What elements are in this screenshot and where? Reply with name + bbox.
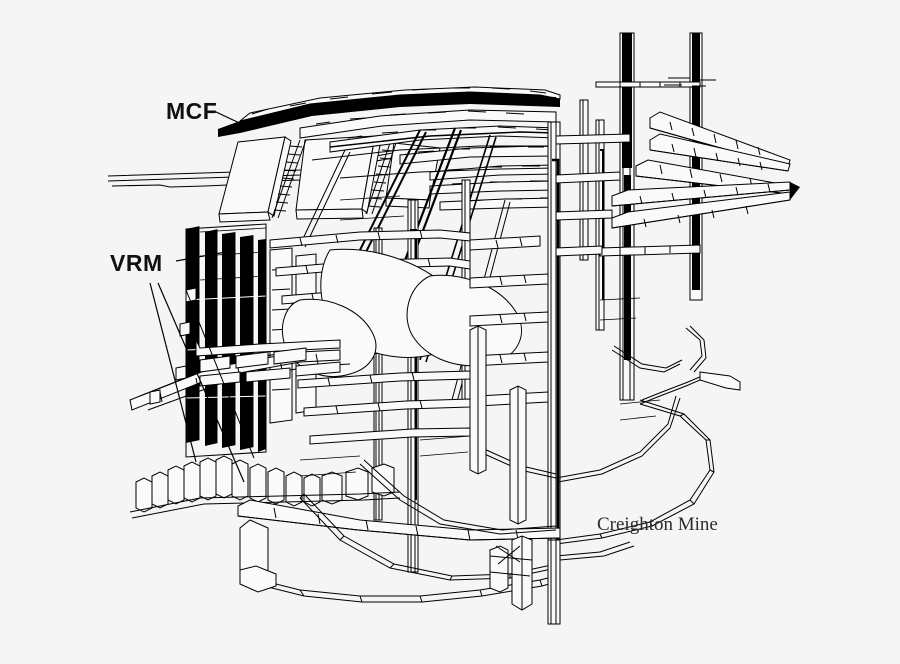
mid-drift-network — [269, 229, 549, 445]
shaft-bottoms — [489, 535, 561, 625]
label-vrm: VRM — [110, 250, 163, 276]
west-platform — [129, 287, 351, 411]
east-drifts — [555, 77, 800, 257]
mine-geometry — [107, 32, 800, 625]
left-guide-line — [185, 289, 255, 459]
mcf-leader-line — [213, 110, 251, 129]
label-mcf: MCF — [166, 98, 218, 124]
vrm-leader-lines — [149, 251, 245, 483]
detail-texture — [199, 195, 661, 477]
pillar-row — [129, 455, 401, 519]
lower-right-members — [469, 325, 527, 525]
label-mine-name: Creighton Mine — [597, 514, 718, 535]
lower-ramp-network — [237, 325, 741, 603]
